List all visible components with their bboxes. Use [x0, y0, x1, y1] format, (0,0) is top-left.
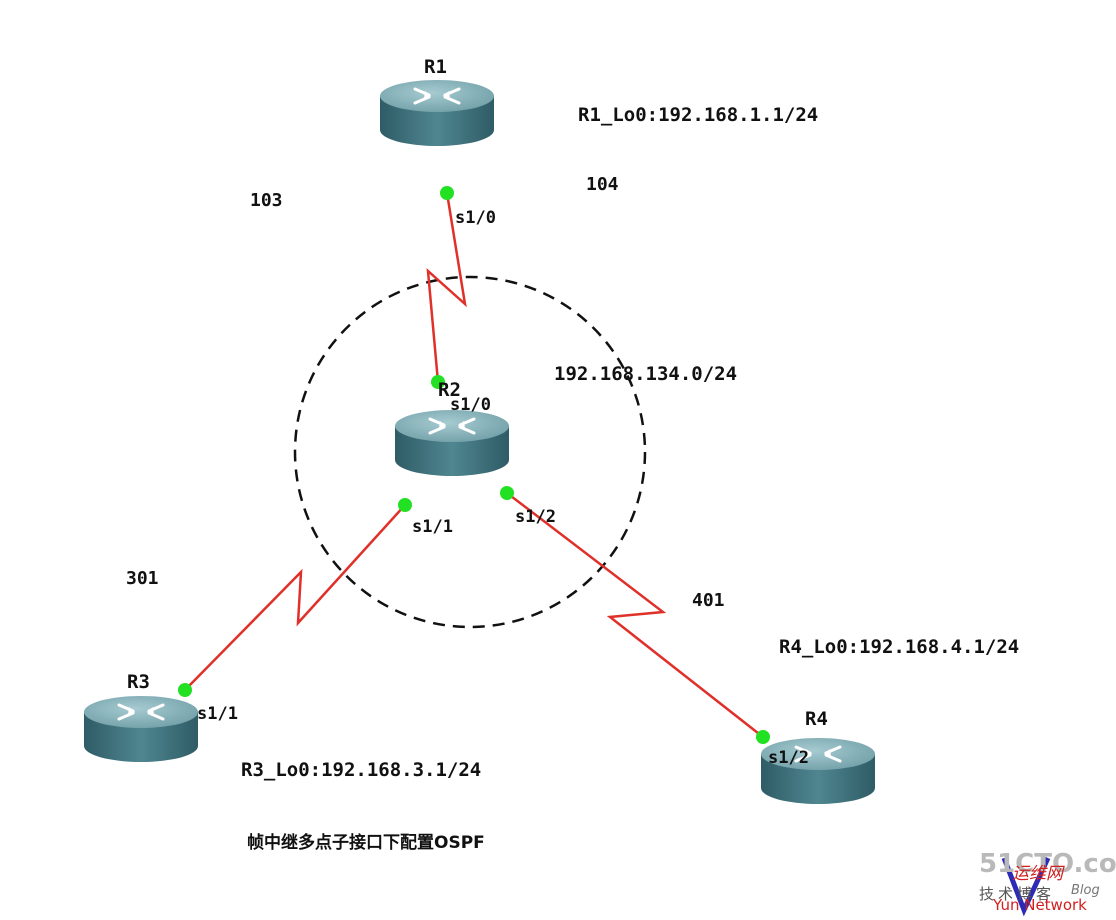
network-boundary	[293, 275, 647, 629]
iface-r2-s12-label: s1/2	[515, 507, 556, 527]
router-r1-icon[interactable]	[378, 78, 496, 148]
router-r2-label: R2	[438, 379, 461, 401]
port-r4-s12	[756, 730, 770, 744]
loopback-r4-label: R4_Lo0:192.168.4.1/24	[779, 636, 1020, 658]
loopback-r3-label: R3_Lo0:192.168.3.1/24	[241, 759, 482, 781]
port-r1-s10	[440, 186, 454, 200]
dlci-301-label: 301	[126, 568, 159, 589]
port-r3-s11	[178, 683, 192, 697]
port-r2-s12	[500, 486, 514, 500]
iface-r3-s11-label: s1/1	[197, 704, 238, 724]
dlci-104-label: 104	[586, 174, 619, 195]
router-r3-icon[interactable]	[82, 694, 200, 764]
link-r2-r3	[184, 504, 406, 691]
loopback-r1-label: R1_Lo0:192.168.1.1/24	[578, 104, 819, 126]
diagram-caption: 帧中继多点子接口下配置OSPF	[247, 833, 485, 853]
router-r1-label: R1	[424, 56, 447, 78]
port-r2-s11	[398, 498, 412, 512]
port-r2-s10	[431, 375, 445, 389]
router-r3-label: R3	[127, 671, 150, 693]
watermark-brand-cn: 运维网	[1012, 864, 1063, 884]
watermark-v-logo	[1001, 856, 1051, 917]
iface-r2-s10-label: s1/0	[450, 395, 491, 415]
watermark-cn-text: 技术博客	[979, 885, 1056, 903]
iface-r4-s12-label: s1/2	[768, 748, 809, 768]
iface-r2-s11-label: s1/1	[412, 517, 453, 537]
link-r2-r4	[506, 492, 764, 738]
watermark-brand: Yun Network	[993, 896, 1087, 914]
dlci-401-label: 401	[692, 590, 725, 611]
router-r4-label: R4	[805, 708, 828, 730]
watermark-site: 51CTO.com	[979, 849, 1116, 879]
network-label: 192.168.134.0/24	[554, 363, 738, 385]
link-r1-r2	[426, 192, 467, 383]
watermark-blog: Blog	[1071, 883, 1100, 898]
iface-r1-s10-label: s1/0	[455, 208, 496, 228]
dlci-103-label: 103	[250, 190, 283, 211]
router-r2-icon[interactable]	[393, 408, 511, 478]
